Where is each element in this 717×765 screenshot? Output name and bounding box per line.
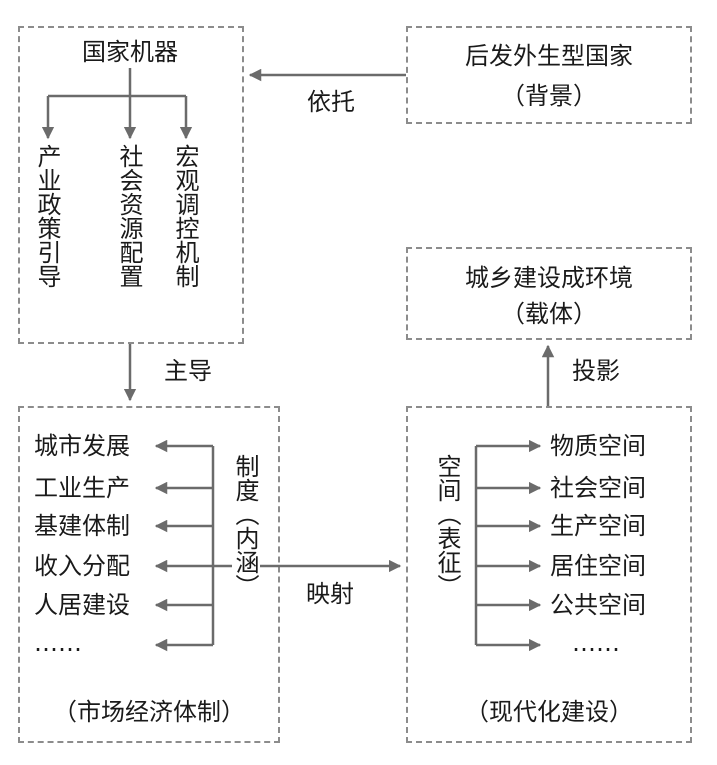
- modern-side-label: 空间（表征）: [433, 454, 462, 598]
- market-item-infrastructure-system: 基建体制: [34, 512, 130, 540]
- carrier-caption: （载体）: [501, 300, 597, 328]
- carrier-box: [406, 247, 692, 340]
- edge-label-rely: 依托: [307, 88, 355, 116]
- market-item-industrial-production: 工业生产: [34, 474, 130, 502]
- market-item-urban-development: 城市发展: [34, 432, 130, 460]
- background-caption: （背景）: [501, 82, 597, 110]
- market-caption: （市场经济体制）: [53, 698, 245, 726]
- edge-label-lead: 主导: [164, 357, 212, 385]
- state-machine-title: 国家机器: [82, 38, 178, 66]
- carrier-title: 城乡建设成环境: [465, 264, 633, 292]
- background-title: 后发外生型国家: [465, 42, 633, 70]
- modern-item-physical-space: 物质空间: [550, 432, 646, 460]
- modern-item-social-space: 社会空间: [550, 474, 646, 502]
- state-item-resource-allocation: 社会资源配置: [115, 144, 143, 288]
- background-box: [406, 26, 692, 124]
- market-side-label: 制度（内涵）: [231, 454, 260, 598]
- edge-label-map: 映射: [306, 580, 354, 608]
- state-item-industrial-policy: 产业政策引导: [33, 144, 61, 288]
- market-item-human-settlement: 人居建设: [34, 591, 130, 619]
- edge-label-project: 投影: [572, 357, 620, 385]
- modern-item-residential-space: 居住空间: [550, 552, 646, 580]
- modern-caption: （现代化建设）: [465, 698, 633, 726]
- modernization-box: [406, 406, 692, 743]
- modern-item-ellipsis: ……: [572, 629, 620, 657]
- state-item-macro-control: 宏观调控机制: [171, 144, 199, 288]
- state-machine-box: [18, 26, 244, 344]
- market-item-ellipsis: ……: [34, 629, 82, 657]
- market-item-income-distribution: 收入分配: [34, 552, 130, 580]
- modern-item-production-space: 生产空间: [550, 512, 646, 540]
- modern-item-public-space: 公共空间: [550, 591, 646, 619]
- market-economy-box: [18, 406, 280, 743]
